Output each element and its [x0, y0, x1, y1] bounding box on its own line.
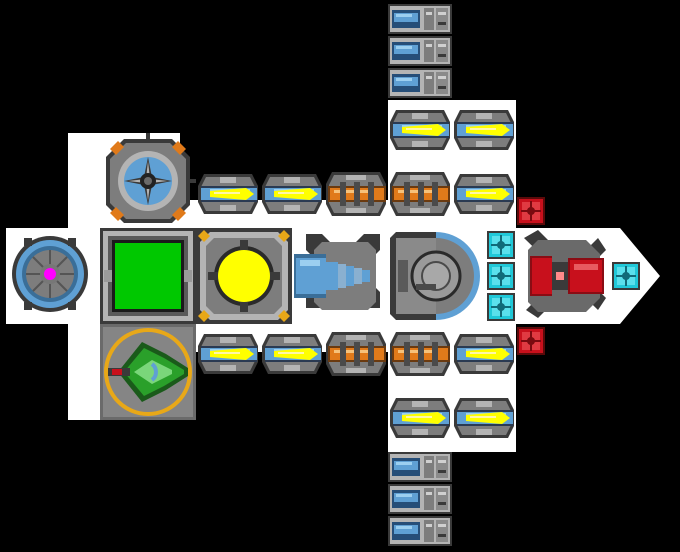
red-node-2[interactable]	[517, 327, 545, 355]
battery-top-3[interactable]	[388, 68, 452, 98]
thruster-orange-3[interactable]	[324, 328, 388, 380]
reactor-hub[interactable]	[100, 133, 196, 229]
capsule-pod[interactable]	[388, 228, 484, 324]
battery-top-2[interactable]	[388, 36, 452, 66]
thruster-yellow-6[interactable]	[196, 328, 260, 380]
command-core[interactable]	[8, 230, 92, 318]
green-cargo[interactable]	[100, 228, 196, 324]
thruster-yellow-5[interactable]	[452, 168, 516, 220]
battery-top-1[interactable]	[388, 4, 452, 34]
thruster-yellow-9[interactable]	[388, 392, 452, 444]
thruster-orange-1[interactable]	[324, 168, 388, 220]
blue-turbine[interactable]	[292, 228, 388, 324]
cyan-node-4[interactable]	[612, 262, 640, 290]
red-cannon[interactable]	[516, 228, 612, 324]
battery-bottom-2[interactable]	[388, 484, 452, 514]
battery-bottom-1[interactable]	[388, 452, 452, 482]
thruster-yellow-7[interactable]	[260, 328, 324, 380]
cyan-node-2[interactable]	[487, 262, 515, 290]
thruster-yellow-2[interactable]	[452, 104, 516, 156]
thruster-yellow-3[interactable]	[196, 168, 260, 220]
battery-bottom-3[interactable]	[388, 516, 452, 546]
yellow-generator[interactable]	[196, 228, 292, 324]
thruster-yellow-10[interactable]	[452, 392, 516, 444]
cyan-node-1[interactable]	[487, 231, 515, 259]
hangar-fighter[interactable]	[100, 324, 196, 420]
thruster-yellow-1[interactable]	[388, 104, 452, 156]
thruster-orange-2[interactable]	[388, 168, 452, 220]
cyan-node-3[interactable]	[487, 293, 515, 321]
thruster-orange-4[interactable]	[388, 328, 452, 380]
red-node-1[interactable]	[517, 197, 545, 225]
thruster-yellow-4[interactable]	[260, 168, 324, 220]
thruster-yellow-8[interactable]	[452, 328, 516, 380]
